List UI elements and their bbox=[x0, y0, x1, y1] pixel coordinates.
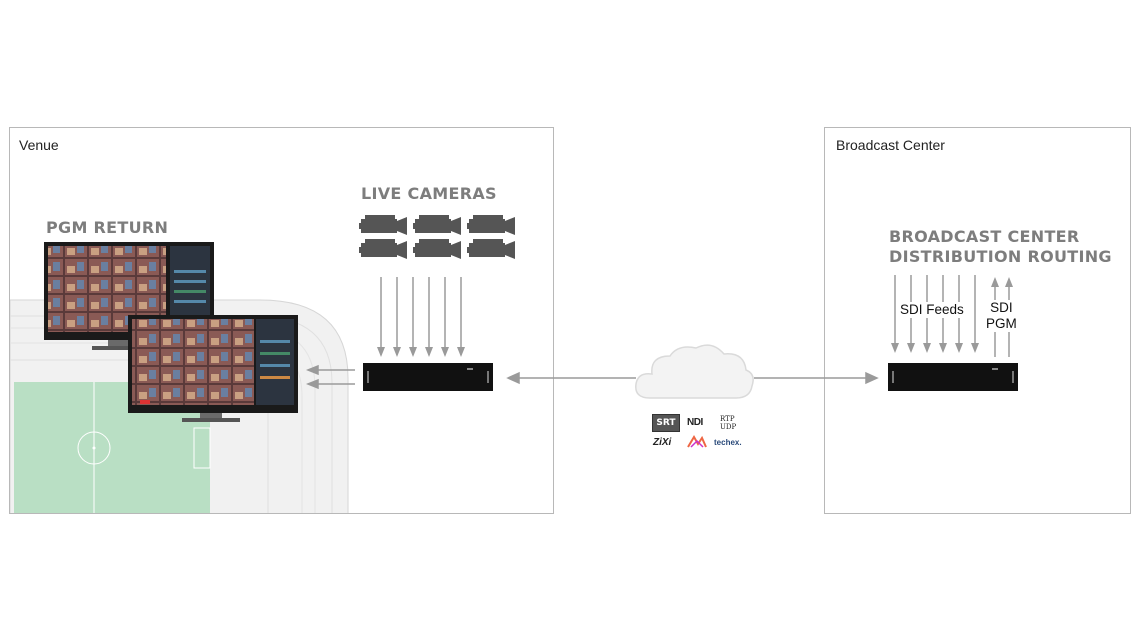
pgm-return-heading: PGM RETURN bbox=[46, 218, 169, 237]
pgm-return-arrows bbox=[305, 364, 355, 390]
feed-arrow bbox=[441, 277, 449, 357]
pgm-monitors bbox=[44, 242, 298, 422]
feed-arrow bbox=[457, 277, 465, 357]
link-arrow-right bbox=[754, 371, 879, 385]
venue-label: Venue bbox=[19, 137, 59, 153]
techex-logo: techex. bbox=[714, 438, 742, 447]
srt-logo: SRT bbox=[652, 414, 680, 432]
camera-icon bbox=[413, 239, 461, 259]
cloud-icon bbox=[635, 344, 754, 399]
camera-feed-arrows bbox=[377, 277, 465, 357]
zixi-logo: ZiXi bbox=[653, 437, 672, 448]
venue-encoder-device bbox=[363, 363, 493, 391]
aws-elemental-logo bbox=[687, 435, 707, 448]
rtp-udp-logo: RTP UDP bbox=[720, 415, 737, 431]
broadcast-router-device bbox=[888, 363, 1018, 391]
camera-icon bbox=[467, 239, 515, 259]
feed-arrow bbox=[393, 277, 401, 357]
ndi-logo: NDI bbox=[687, 417, 703, 428]
camera-icon bbox=[413, 215, 461, 235]
broadcast-center-panel bbox=[824, 127, 1131, 514]
sdi-feed-arrow bbox=[971, 275, 979, 353]
sdi-pgm-label: SDI PGM bbox=[984, 300, 1019, 332]
broadcast-center-label: Broadcast Center bbox=[836, 137, 945, 153]
camera-icon bbox=[359, 239, 407, 259]
feed-arrow bbox=[425, 277, 433, 357]
feed-arrow bbox=[377, 277, 385, 357]
feed-arrow bbox=[409, 277, 417, 357]
sdi-feeds-label: SDI Feeds bbox=[897, 302, 967, 318]
front-monitor bbox=[128, 315, 298, 422]
broadcast-center-heading: BROADCAST CENTER DISTRIBUTION ROUTING bbox=[889, 227, 1112, 266]
camera-icon bbox=[467, 215, 515, 235]
live-cameras-heading: LIVE CAMERAS bbox=[361, 184, 497, 203]
live-cameras bbox=[359, 215, 515, 259]
link-arrow-left bbox=[506, 371, 636, 385]
camera-icon bbox=[359, 215, 407, 235]
sdi-feed-arrow bbox=[891, 275, 899, 353]
